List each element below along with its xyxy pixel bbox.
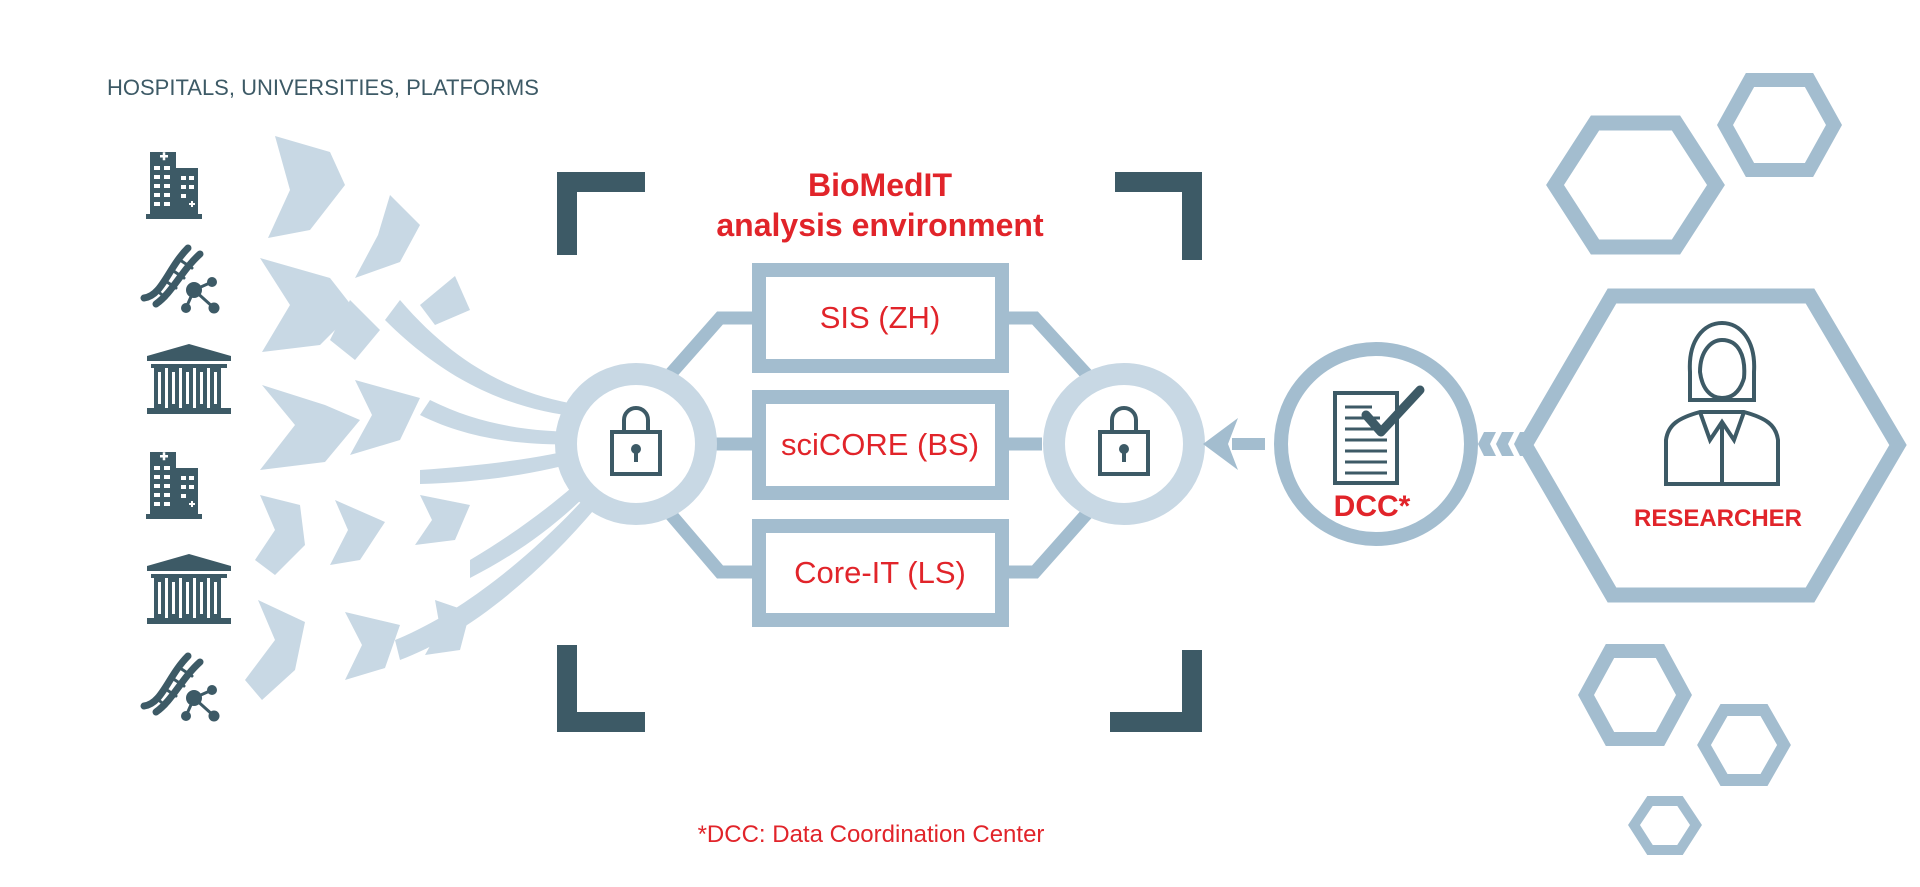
node-label-coreit: Core-IT (LS) bbox=[794, 555, 966, 590]
hospital-icon bbox=[146, 452, 202, 519]
researcher-hexagon: RESEARCHER bbox=[1516, 288, 1907, 603]
researcher-label: RESEARCHER bbox=[1634, 505, 1802, 532]
dna-icon bbox=[144, 248, 220, 314]
institution-icon bbox=[145, 342, 233, 416]
hospital-icon bbox=[146, 152, 202, 219]
node-box-coreit bbox=[752, 519, 1009, 627]
source-icons bbox=[144, 152, 233, 722]
dna-icon bbox=[144, 656, 220, 722]
environment-title-line1: BioMedIT bbox=[808, 167, 952, 203]
dcc-node: DCC* bbox=[1274, 342, 1478, 546]
dcc-arrow bbox=[1203, 418, 1265, 470]
node-label-scicore: sciCORE (BS) bbox=[781, 427, 979, 462]
dcc-label: DCC* bbox=[1334, 490, 1411, 523]
checklist-document-icon bbox=[1333, 385, 1425, 485]
environment-frame bbox=[557, 172, 1202, 732]
compute-nodes: SIS (ZH) sciCORE (BS) Core-IT (LS) bbox=[752, 263, 1009, 627]
institution-icon bbox=[145, 552, 233, 626]
researcher-person-icon bbox=[1664, 320, 1780, 486]
lock-right bbox=[1043, 363, 1205, 525]
node-label-sis: SIS (ZH) bbox=[820, 300, 941, 335]
decorative-hexagons bbox=[1546, 73, 1843, 855]
footnote: *DCC: Data Coordination Center bbox=[698, 821, 1045, 848]
sources-header: HOSPITALS, UNIVERSITIES, PLATFORMS bbox=[107, 75, 539, 100]
node-box-sis bbox=[752, 263, 1009, 373]
environment-title-line2: analysis environment bbox=[716, 207, 1044, 243]
lock-left bbox=[555, 363, 717, 525]
node-box-scicore bbox=[752, 390, 1009, 500]
